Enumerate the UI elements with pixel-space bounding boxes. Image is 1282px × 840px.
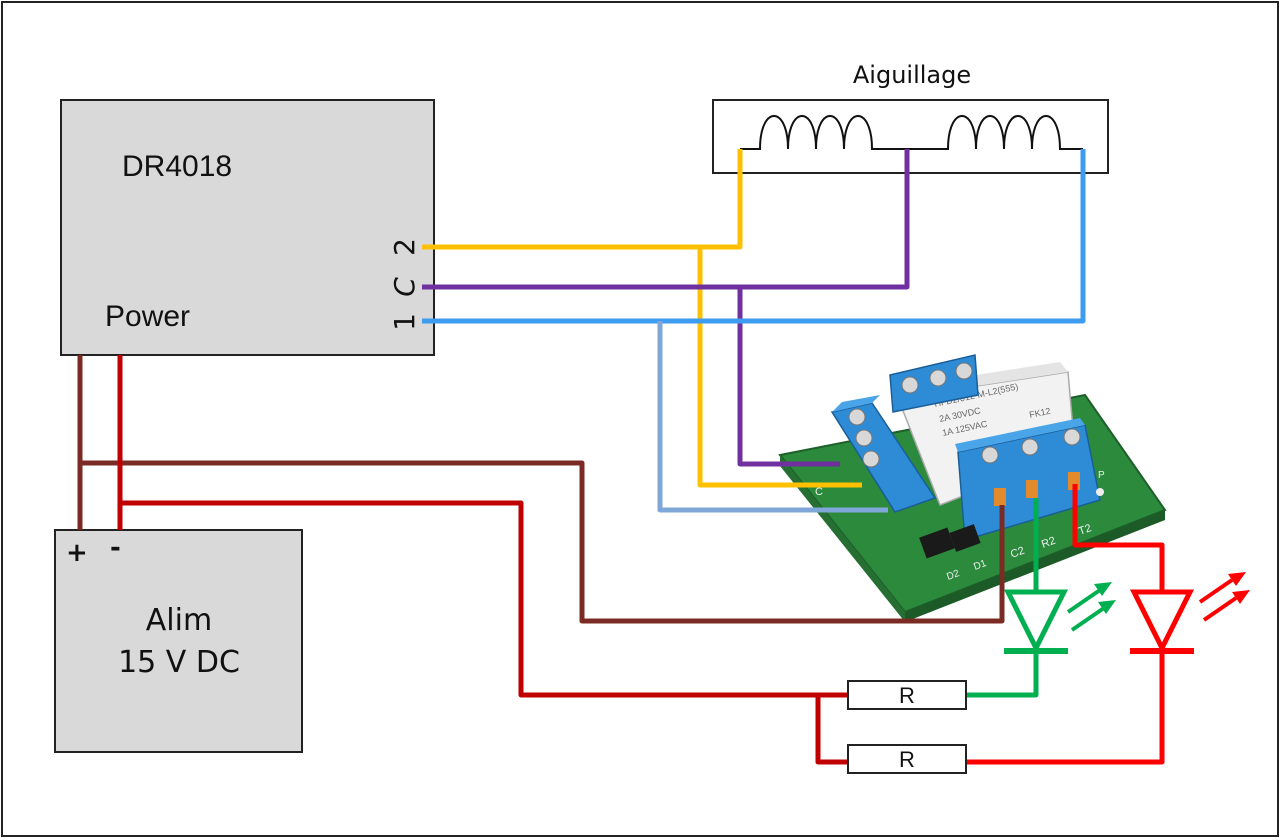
- wire-pin2-to-coil: [422, 149, 743, 250]
- pcb-label-d1: D1: [972, 558, 988, 573]
- relay-label-code: FK12: [1028, 406, 1051, 420]
- turnout-coils: [740, 115, 1083, 150]
- decoder-box: [60, 99, 435, 356]
- power-supply-box: [54, 529, 303, 753]
- power-supply-title: Alim: [146, 603, 212, 638]
- decoder-pin-c-label: C: [388, 277, 421, 297]
- turnout-title: Aiguillage: [853, 61, 971, 89]
- wire-pin2-to-relay: [697, 247, 862, 488]
- relay-board: HFD2/012-M-L2(555) 2A 30VDC 1A 125VAC FK…: [778, 354, 1167, 622]
- wire-pin1-to-coil: [422, 149, 1086, 324]
- power-supply-minus-label: -: [110, 533, 121, 563]
- pcb-label-p: P: [1098, 470, 1105, 481]
- decoder-title: DR4018: [122, 150, 232, 183]
- pcb-label-r2: R2: [1040, 535, 1057, 551]
- wire-green-led-to-resistor: [966, 652, 1039, 698]
- wire-pin1-to-relay: [657, 321, 888, 513]
- resistor-2-label: R: [899, 747, 915, 772]
- pcb-label-t2: T2: [1077, 522, 1093, 538]
- pcb-label-c: C: [815, 486, 823, 498]
- wire-common-to-relay: [737, 287, 840, 467]
- turnout-box: [712, 99, 1109, 174]
- power-supply-plus-label: +: [66, 538, 88, 568]
- wire-minus-to-resistor1: [120, 500, 848, 698]
- terminal-block-left: [830, 402, 937, 513]
- green-led-symbol: [1003, 582, 1116, 654]
- decoder-pin-1-label: 1: [388, 313, 421, 331]
- resistor-1-label: R: [899, 683, 915, 708]
- decoder-pin-2-label: 2: [388, 238, 421, 256]
- resistor-2: [847, 744, 967, 774]
- diode-d2: [919, 527, 955, 559]
- wire-minus-to-resistor2: [815, 695, 848, 765]
- red-led-symbol: [1129, 572, 1250, 654]
- power-supply-voltage: 15 V DC: [118, 645, 240, 680]
- wire-common-to-coil: [422, 149, 910, 290]
- wire-relay-to-red-led: [1072, 484, 1165, 590]
- pcb-label-d2: D2: [945, 568, 961, 583]
- decoder-power-label: Power: [105, 300, 190, 333]
- wire-plus-to-relay: [80, 460, 1005, 624]
- diode-d1: [949, 524, 981, 552]
- wire-red-led-to-resistor: [966, 652, 1165, 765]
- resistor-1: [847, 680, 967, 710]
- pcb-label-c2: C2: [1009, 545, 1026, 561]
